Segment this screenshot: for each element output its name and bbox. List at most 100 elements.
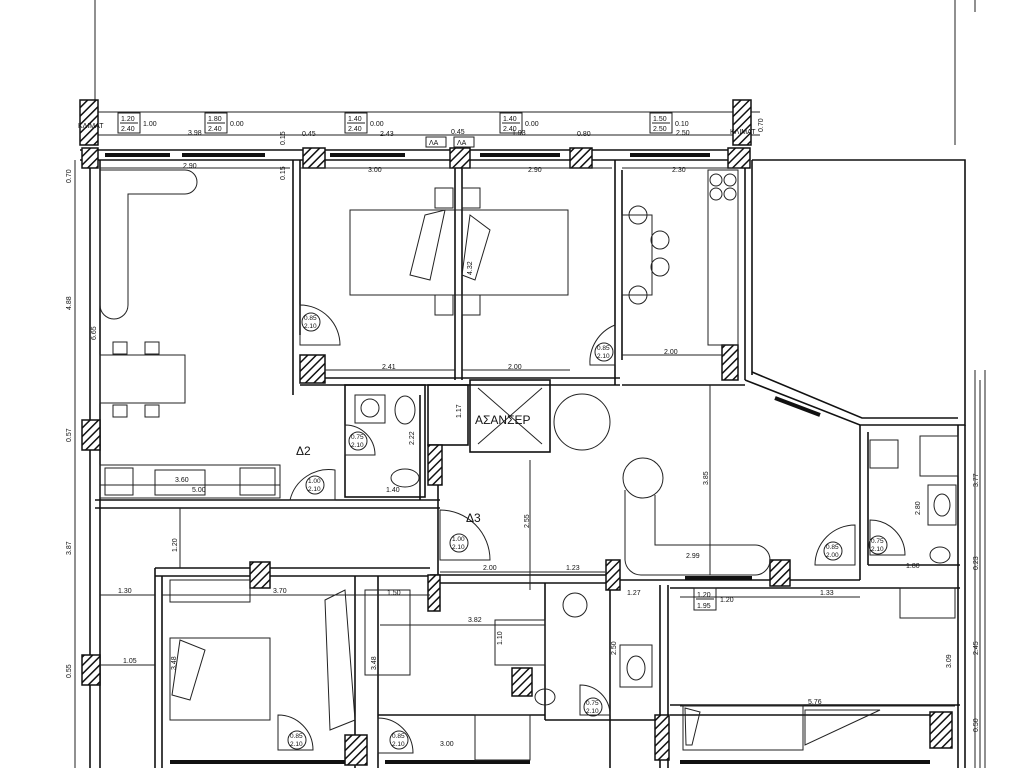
dimension-labels-part: 0.80 xyxy=(577,131,591,138)
door-tag-part: 2.10 xyxy=(290,741,303,748)
dimension-labels-part: 2.00 xyxy=(508,364,522,371)
door-tags: 0.852.10 0.852.10 0.752.10 1.002.10 1.00… xyxy=(287,312,888,750)
dimension-labels-part: 3.98 xyxy=(188,130,202,137)
dimension-labels-part: 1.93 xyxy=(512,130,526,137)
room-tag: Δ2 xyxy=(296,444,311,458)
furniture-part xyxy=(650,230,670,250)
room-tag: Δ3 xyxy=(466,511,481,525)
furniture-part xyxy=(461,214,491,281)
columns-part xyxy=(299,354,326,384)
door-tag-part: 2.10 xyxy=(452,544,465,551)
door-tag-part xyxy=(305,475,325,495)
window-tag-part xyxy=(204,112,228,134)
dimension-labels-part: 1.10 xyxy=(497,631,504,645)
furniture-part xyxy=(933,493,951,517)
door-tag-part: 0.85 xyxy=(826,544,839,551)
columns-part xyxy=(511,667,533,697)
columns-part xyxy=(605,559,621,591)
dimension-labels-part: 1.40 xyxy=(386,487,400,494)
door-tag-part: 0.85 xyxy=(290,733,303,740)
door-tag-part xyxy=(301,312,321,332)
furniture-part xyxy=(682,704,804,751)
dimension-labels-part: 0.45 xyxy=(302,131,316,138)
furniture-part xyxy=(154,469,206,496)
furniture-part xyxy=(929,546,951,564)
furniture-part xyxy=(707,169,739,346)
small-tags-part: ΛΑ xyxy=(429,140,439,147)
furniture-part xyxy=(899,587,956,619)
door-tag: 0.852.00 xyxy=(823,541,843,561)
dimension-labels-part: 1.17 xyxy=(456,404,463,418)
window-tag: 1.402.400.00 xyxy=(499,112,539,134)
window-tag-part: 1.00 xyxy=(143,121,157,128)
door-tag: 0.752.10 xyxy=(583,697,603,717)
dimension-labels-part: 1.20 xyxy=(172,538,179,552)
columns-part xyxy=(427,444,443,486)
site-boundary xyxy=(80,0,986,768)
dimension-labels-part: 1.23 xyxy=(566,565,580,572)
window-tag-part: 1.40 xyxy=(503,116,517,123)
door-swings-part xyxy=(289,469,336,501)
door-tag: 0.852.10 xyxy=(287,730,307,750)
dimension-labels-part: 1.05 xyxy=(123,658,137,665)
dimension-labels-part: 0.23 xyxy=(973,556,980,570)
small-tags: ΛΑ ΛΑ ΚΛΙΜΑΤ ΚΛΙΜΑΤ xyxy=(78,123,756,148)
window-tag: 1.402.400.00 xyxy=(344,112,384,134)
dimension-labels-part: 2.50 xyxy=(676,130,690,137)
dimension-labels-part: 3.48 xyxy=(171,656,178,670)
door-swings-part xyxy=(277,714,314,751)
walls-part xyxy=(751,371,958,419)
furniture-part xyxy=(626,655,646,681)
window-tag-part xyxy=(117,112,141,134)
door-tag-part: 2.10 xyxy=(392,741,405,748)
dimension-labels-part: 2.90 xyxy=(183,163,197,170)
columns-part xyxy=(249,561,271,589)
small-tags-part xyxy=(425,136,447,148)
windows xyxy=(105,153,821,580)
dimension-labels-part: 3.85 xyxy=(703,471,710,485)
dimension-labels-part: 3.00 xyxy=(368,167,382,174)
door-tag-part: 2.10 xyxy=(871,546,884,553)
columns-part xyxy=(81,654,101,686)
dimension-lines xyxy=(74,160,981,768)
door-tag-part: 2.10 xyxy=(308,486,321,493)
door-swings-part xyxy=(299,304,341,346)
door-swings-part xyxy=(869,519,906,556)
door-tag: 0.852.10 xyxy=(389,730,409,750)
door-tag: 0.752.10 xyxy=(348,431,368,451)
door-tag-part: 0.85 xyxy=(392,733,405,740)
dimension-labels-part: 1.30 xyxy=(118,588,132,595)
furniture-part xyxy=(360,398,380,418)
door-tag-part xyxy=(348,431,368,451)
window-tag: 1.201.951.20 xyxy=(693,587,734,611)
furniture xyxy=(99,169,959,761)
dimension-labels-part: 0.55 xyxy=(66,664,73,678)
elevator-label: ΑΣΑΝΣΕΡ xyxy=(475,413,531,427)
window-tag-part: 1.20 xyxy=(720,597,734,604)
columns xyxy=(79,99,953,766)
door-tag-part: 0.75 xyxy=(586,700,599,707)
door-swings-part xyxy=(814,524,856,566)
window-tag-part: 2.50 xyxy=(653,126,667,133)
furniture-part xyxy=(112,404,128,418)
furniture-part xyxy=(364,589,411,676)
window-tag-part: 2.40 xyxy=(121,126,135,133)
dimension-labels: 3.98 0.45 2.43 0.45 1.93 0.80 2.50 2.90 … xyxy=(66,118,980,748)
dimension-labels-part: 3.70 xyxy=(273,588,287,595)
furniture-part xyxy=(553,393,611,451)
furniture-part xyxy=(434,294,454,316)
dimension-labels-part: 0.70 xyxy=(66,169,73,183)
columns-part xyxy=(769,559,791,587)
dimension-labels-part: 1.50 xyxy=(387,590,401,597)
furniture-part xyxy=(394,395,416,425)
door-swings xyxy=(277,304,906,754)
furniture-part xyxy=(684,707,701,746)
door-tag-part xyxy=(449,533,469,553)
furniture-part xyxy=(99,169,198,320)
furniture-part xyxy=(723,173,737,187)
furniture-part xyxy=(144,404,160,418)
furniture-part xyxy=(409,209,446,281)
door-tag-part: 2.10 xyxy=(351,442,364,449)
door-tag-part: 2.10 xyxy=(586,708,599,715)
furniture-part xyxy=(723,187,737,201)
